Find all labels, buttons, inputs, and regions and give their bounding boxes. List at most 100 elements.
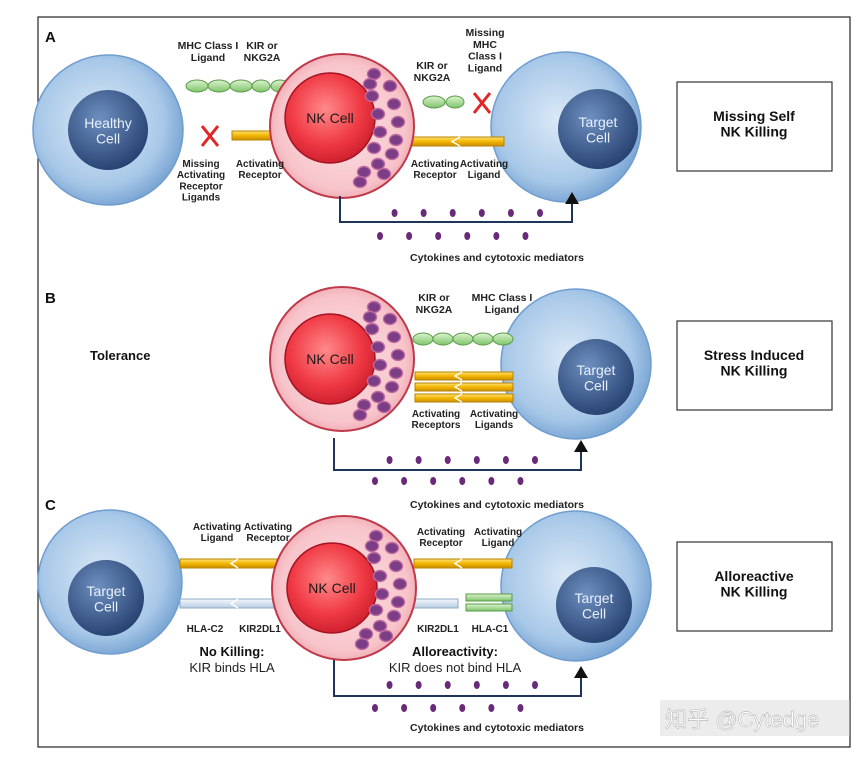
granule xyxy=(364,89,380,103)
label-kir2dl1-right: KIR2DL1 xyxy=(417,624,459,635)
label-cytokines-b: Cytokines and cytotoxic mediators xyxy=(410,499,584,511)
cytokine-dot xyxy=(493,232,500,240)
granule xyxy=(390,115,406,129)
label-no-killing: No Killing: xyxy=(200,644,265,659)
label-tolerance: Tolerance xyxy=(90,348,150,363)
cytokine-dot xyxy=(473,456,480,464)
inhibitory-chain-right-a xyxy=(422,95,465,109)
granule xyxy=(370,157,386,171)
cytokine-dots-a xyxy=(377,209,543,240)
cytokine-dot xyxy=(517,704,524,712)
granule xyxy=(384,541,400,555)
nk-cell-a-label: NK Cell xyxy=(306,110,353,126)
granule xyxy=(390,348,406,362)
cytokine-dot xyxy=(473,681,480,689)
cytokine-dot xyxy=(522,232,529,240)
granule xyxy=(386,609,402,623)
cytokine-dot xyxy=(386,456,393,464)
granule xyxy=(392,577,408,591)
cytokine-dot xyxy=(517,477,524,485)
label-alloreactivity: Alloreactivity: xyxy=(412,644,498,659)
nk-cell-b: NK Cell xyxy=(269,286,415,432)
cytokine-dot xyxy=(377,232,383,240)
cytokine-dot xyxy=(478,209,485,217)
inhibitory-chain-b xyxy=(412,332,514,346)
granules-b xyxy=(352,300,406,422)
granule xyxy=(388,559,404,573)
cytokine-dot xyxy=(406,232,413,240)
inhibitory-chain-left-a xyxy=(185,79,290,93)
cytokine-dot xyxy=(532,681,538,689)
cytokine-dot xyxy=(444,681,451,689)
granule xyxy=(388,133,404,147)
panel-c-letter: C xyxy=(45,497,56,514)
cytokine-dot xyxy=(502,456,509,464)
cytokine-dot xyxy=(459,704,466,712)
cytokine-dot xyxy=(488,477,495,485)
label-hla-c2: HLA-C2 xyxy=(187,624,224,635)
granule xyxy=(366,141,382,155)
cytokine-dot xyxy=(415,681,422,689)
granule xyxy=(364,322,380,336)
granule xyxy=(362,77,378,91)
granule xyxy=(364,539,380,553)
label-cytokines-c: Cytokines and cytotoxic mediators xyxy=(410,722,584,734)
activating-bars-b xyxy=(414,371,514,403)
granule xyxy=(386,330,402,344)
cytokine-dot xyxy=(532,456,538,464)
cytokine-arrow-b xyxy=(333,438,582,471)
granule xyxy=(376,167,392,181)
cytokine-dot xyxy=(507,209,514,217)
cytokine-dot xyxy=(444,456,451,464)
granule xyxy=(386,97,402,111)
granule xyxy=(370,390,386,404)
watermark: 知乎 @Cytedge xyxy=(665,707,819,732)
cytokine-dot xyxy=(430,704,437,712)
granules-a xyxy=(352,67,406,189)
granule xyxy=(384,380,400,394)
cytokine-dot xyxy=(415,456,422,464)
cytokine-dot xyxy=(372,477,378,485)
granule xyxy=(362,310,378,324)
cytokine-arrow-c xyxy=(333,660,582,697)
figure-border xyxy=(37,16,851,748)
label-kir2dl1-left: KIR2DL1 xyxy=(239,624,281,635)
granule xyxy=(378,629,394,643)
granule xyxy=(352,408,368,422)
cytokine-dot xyxy=(401,704,408,712)
cytokine-dots-c xyxy=(372,681,538,712)
cytokine-dot xyxy=(386,681,393,689)
arrowhead-a xyxy=(565,192,579,204)
granule xyxy=(372,125,388,139)
watermark-bg xyxy=(660,700,850,736)
granule xyxy=(372,619,388,633)
granule xyxy=(370,107,386,121)
granule xyxy=(390,595,406,609)
granule xyxy=(352,175,368,189)
